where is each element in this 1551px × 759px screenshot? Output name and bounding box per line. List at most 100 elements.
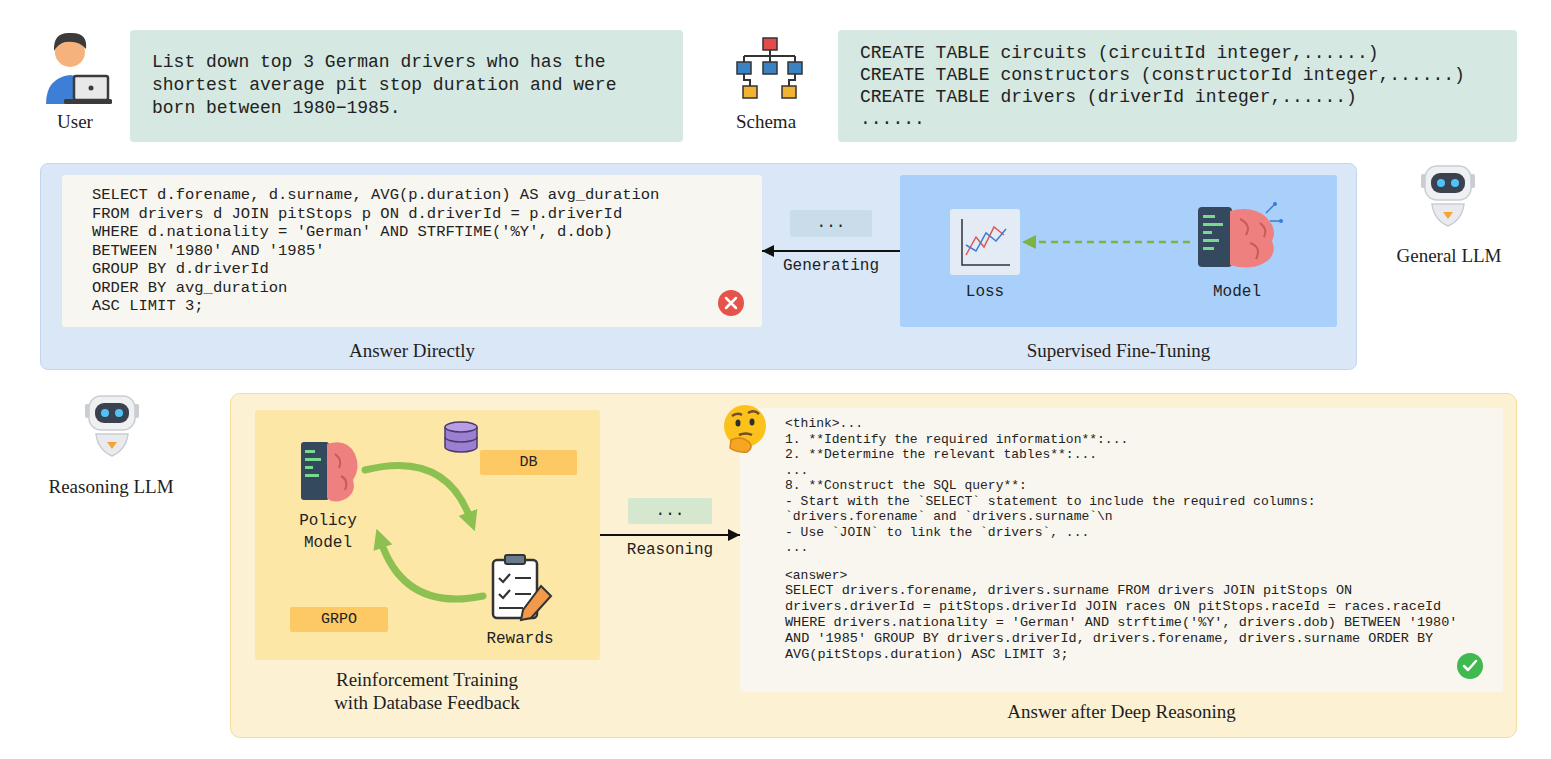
reasoning-llm-band: Reasoning LLMPolicy ModelRewardsReinforc… [230,393,1517,738]
node-caption: Answer Directly [62,339,762,362]
schema-icon [782,86,796,98]
robot-icon [1451,179,1459,187]
node-text: 1. **Identify the required information**… [785,432,1483,448]
robot-icon [85,396,139,456]
robot-icon [1443,212,1453,219]
thinking-emoji [736,420,741,427]
node-text: ORDER BY avg_duration [92,279,732,298]
robot-icon [107,442,117,449]
sft-illustration [1203,215,1215,218]
schema-icon [763,62,777,74]
edge-label: Reasoning [627,540,713,560]
node-text: List down top 3 German drivers who has t… [152,51,638,120]
sft-illustration [1279,219,1283,223]
rl-illustration [327,442,358,501]
sft-illustration [966,227,1004,255]
sft-illustration [966,229,1006,251]
node-text: GROUP BY d.driverId [92,260,732,279]
text-column: DB [480,450,577,475]
robot-icon [1432,204,1464,226]
wrong-mark [726,298,736,308]
text-column: <think>...1. **Identify the required inf… [740,408,1503,671]
sft-illustration [1240,219,1265,259]
ellipsis-box: ... [790,210,872,237]
node-caption: Model [1197,281,1277,303]
node-text: <answer> [785,568,1483,584]
robot-icon [1425,166,1471,200]
node-caption: Answer after Deep Reasoning [740,700,1503,723]
robot-icon [95,403,129,423]
node-text: ASC LIMIT 3; [92,297,732,316]
thinking-emoji [730,438,751,452]
node-caption: Reinforcement Training with Database Fee… [327,668,527,714]
user-icon [74,76,108,100]
rl-illustration [505,555,525,564]
node-text: 2. **Determine the relevant tables**:... [785,447,1483,463]
wrong-mark [717,289,745,317]
node-text: BETWEEN '1980' AND '1985' [92,242,732,261]
node-text: ... [628,500,712,522]
sft-illustration [962,219,1010,265]
sft-box: LossModelSupervised Fine-Tuning [900,175,1337,327]
correct-mark [1457,653,1483,679]
robot-icon [115,409,123,417]
rl-illustration [305,466,313,469]
edge-label: Generating [783,256,879,276]
rl-illustration [365,465,470,518]
node-text: SELECT drivers.forename, drivers.surname… [785,583,1470,663]
sft-illustration [1203,231,1212,234]
schema-icon [763,38,777,50]
rl-illustration [499,574,510,598]
node-text: ... [790,212,872,234]
node-caption: General LLM [1379,244,1519,267]
user-icon [89,86,94,91]
node-caption: Loss [945,281,1025,303]
direct-answer-box: SELECT d.forename, d.surname, AVG(p.dura… [62,175,762,327]
sft-illustration [1203,239,1219,242]
node-caption: Supervised Fine-Tuning [900,339,1337,362]
robot-icon [1421,166,1475,226]
node-text: ... [785,463,1483,479]
rl-training-box: Policy ModelRewardsReinforcement Trainin… [255,410,600,660]
sft-illustration [1198,207,1232,267]
node-text: CREATE TABLE constructors (constructorId… [860,64,1495,86]
rl-illustration [381,542,483,599]
schema-icon [743,86,757,98]
sft-illustration [1266,205,1280,221]
flow-arrow [762,250,900,252]
rl-illustration [445,437,477,442]
node-text: FROM drivers d JOIN pitStops p ON d.driv… [92,205,732,224]
user-icon [54,33,86,51]
rl-illustration [335,454,346,490]
rl-illustration [305,474,319,477]
question-box: List down top 3 German drivers who has t… [130,30,683,142]
node-text: - Use `JOIN` to link the `drivers`, ... [785,525,1483,541]
thinking-emoji [748,411,759,414]
thinking-emoji [732,414,742,416]
node-text: WHERE d.nationality = 'German' AND STRFT… [92,223,732,242]
sft-illustration [1022,235,1036,249]
icon-label: Schema [716,110,816,133]
correct-mark [1464,661,1476,670]
reasoning-answer-box: <think>...1. **Identify the required inf… [740,408,1503,692]
rl-illustration [499,578,531,608]
thinking-emoji [719,402,771,454]
node-text: SELECT d.forename, d.surname, AVG(p.dura… [92,186,732,205]
schema-icon [737,62,751,74]
correct-mark [1456,652,1484,680]
text-column: ... [628,498,712,522]
general-llm-band: General LLMSELECT d.forename, d.surname,… [40,163,1357,370]
node-caption: Rewards [480,628,560,650]
robot-icon [101,409,109,417]
robot-icon [1437,179,1445,187]
node-caption: Policy Model [285,510,371,554]
ellipsis-box: ... [628,498,712,524]
node-text: CREATE TABLE circuits (circuitId integer… [860,42,1495,64]
grpo-tag: GRPO [290,607,388,632]
sft-illustration [1203,223,1223,226]
schema-icon [788,62,802,74]
rl-illustration [301,442,329,500]
sft-illustration [950,209,1020,275]
node-caption: Reasoning LLM [41,475,181,498]
flow-arrow [600,534,740,536]
